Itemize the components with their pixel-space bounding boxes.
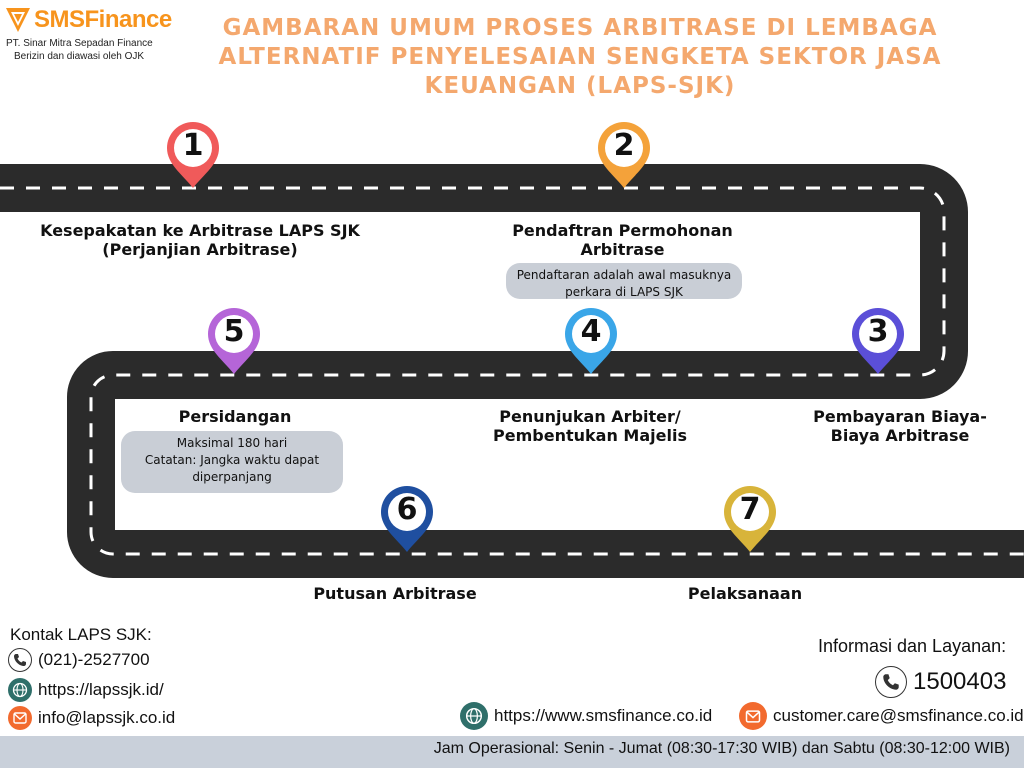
laps-contact-heading: Kontak LAPS SJK: bbox=[10, 625, 152, 644]
sms-website-link[interactable]: https://www.smsfinance.co.id bbox=[494, 706, 713, 725]
logo-company: PT. Sinar Mitra Sepadan Finance bbox=[6, 38, 153, 49]
map-pin-icon bbox=[208, 308, 260, 374]
map-pin-icon bbox=[565, 308, 617, 374]
sms-website-row: https://www.smsfinance.co.id bbox=[460, 702, 712, 730]
step-3-label: Pembayaran Biaya-Biaya Arbitrase bbox=[813, 407, 987, 445]
step-5-note-line1: Maksimal 180 hari bbox=[176, 436, 288, 450]
step-4-label: Penunjukan Arbiter/ Pembentukan Majelis bbox=[493, 407, 687, 445]
step-2-note: Pendaftaran adalah awal masuknya perkara… bbox=[506, 263, 742, 299]
map-pin-icon bbox=[724, 486, 776, 552]
footer-bar bbox=[0, 736, 1024, 768]
laps-website-row: https://lapssjk.id/ bbox=[8, 678, 164, 702]
laps-email-link[interactable]: info@lapssjk.co.id bbox=[38, 708, 176, 727]
page-title: GAMBARAN UMUM PROSES ARBITRASE DI LEMBAG… bbox=[218, 15, 942, 99]
step-7-pin: 7 bbox=[721, 484, 779, 554]
sms-email-row: customer.care@smsfinance.co.id bbox=[739, 702, 1024, 730]
mail-icon bbox=[8, 706, 32, 730]
step-5-label: Persidangan bbox=[178, 407, 292, 426]
step-2-pin: 2 bbox=[595, 120, 653, 190]
logo-regulation: Berizin dan diawasi oleh OJK bbox=[14, 51, 145, 62]
map-pin-icon bbox=[167, 122, 219, 188]
step-6-pin: 6 bbox=[378, 484, 436, 554]
mail-icon bbox=[739, 702, 767, 730]
sms-phone[interactable]: 1500403 bbox=[913, 668, 1007, 695]
step-3-pin: 3 bbox=[849, 306, 907, 376]
globe-icon bbox=[8, 678, 32, 702]
step-7-number: 7 bbox=[739, 492, 761, 527]
sms-email-link[interactable]: customer.care@smsfinance.co.id bbox=[773, 706, 1024, 725]
step-5-note: Maksimal 180 hari Catatan: Jangka waktu … bbox=[121, 431, 343, 493]
map-pin-icon bbox=[852, 308, 904, 374]
sms-phone-row: 1500403 bbox=[875, 666, 1006, 698]
laps-phone[interactable]: (021)-2527700 bbox=[38, 650, 150, 669]
step-6-number: 6 bbox=[396, 492, 418, 527]
operating-hours: Jam Operasional: Senin - Jumat (08:30-17… bbox=[433, 740, 1010, 757]
step-4-number: 4 bbox=[580, 314, 602, 349]
sms-contact-heading: Informasi dan Layanan: bbox=[818, 636, 1007, 656]
step-5-note-line2: Catatan: Jangka waktu dapat diperpanjang bbox=[144, 453, 320, 484]
step-3-number: 3 bbox=[867, 314, 889, 349]
sms-logo-mark-icon bbox=[6, 8, 30, 32]
logo-brand: SMSFinance bbox=[34, 6, 172, 33]
laps-website-link[interactable]: https://lapssjk.id/ bbox=[38, 680, 164, 699]
step-5-number: 5 bbox=[223, 314, 245, 349]
step-5-pin: 5 bbox=[205, 306, 263, 376]
globe-icon bbox=[460, 702, 488, 730]
step-2-label: Pendaftran Permohonan Arbitrase bbox=[512, 221, 733, 259]
step-6-label: Putusan Arbitrase bbox=[313, 584, 477, 603]
laps-phone-row: (021)-2527700 bbox=[8, 648, 150, 672]
laps-email-row: info@lapssjk.co.id bbox=[8, 706, 175, 730]
step-7-label: Pelaksanaan bbox=[687, 584, 803, 603]
step-1-number: 1 bbox=[182, 128, 204, 163]
map-pin-icon bbox=[381, 486, 433, 552]
phone-icon bbox=[875, 666, 907, 698]
phone-icon bbox=[8, 648, 32, 672]
step-2-number: 2 bbox=[613, 128, 635, 163]
step-1-label: Kesepakatan ke Arbitrase LAPS SJK (Perja… bbox=[40, 221, 360, 259]
step-4-pin: 4 bbox=[562, 306, 620, 376]
step-1-pin: 1 bbox=[164, 120, 222, 190]
map-pin-icon bbox=[598, 122, 650, 188]
